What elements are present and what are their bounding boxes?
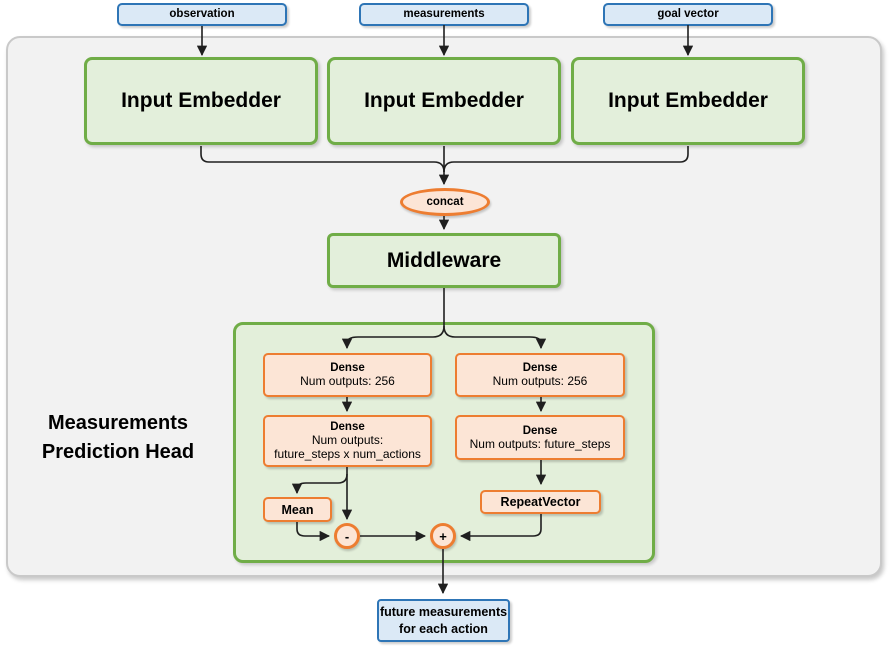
input-node-observation-label: observation — [169, 7, 235, 20]
dense-left-bottom-outputs: Num outputs: — [311, 433, 384, 447]
middleware-node: Middleware — [327, 233, 561, 288]
input-node-measurements: measurements — [359, 3, 529, 26]
input-node-observation: observation — [117, 3, 287, 26]
dense-right-bottom-outputs: Num outputs: future_steps — [469, 436, 611, 451]
concat-label: concat — [426, 196, 464, 208]
dense-left-bottom-outputs2: future_steps x num_actions — [274, 447, 421, 461]
dense-left-bottom-title: Dense — [330, 421, 365, 433]
input-embedder-right-label: Input Embedder — [608, 89, 768, 112]
middleware-label: Middleware — [386, 248, 502, 272]
output-node: future measurements for each action — [377, 599, 510, 642]
input-node-goal-vector: goal vector — [603, 3, 773, 26]
prediction-head-title-line1: Measurements — [47, 412, 189, 434]
output-node-line2: for each action — [399, 621, 488, 636]
dense-right-top-outputs: Num outputs: 256 — [492, 374, 588, 388]
dense-left-bottom: Dense Num outputs: future_steps x num_ac… — [263, 415, 432, 467]
prediction-head-title-line2: Prediction Head — [41, 441, 195, 463]
output-node-line1: future measurements — [379, 604, 508, 619]
repeat-vector-node: RepeatVector — [480, 490, 601, 514]
prediction-head-title: Measurements Prediction Head — [10, 409, 226, 467]
minus-operator-label: - — [344, 528, 350, 544]
plus-operator-label: + — [439, 528, 447, 544]
concat-node: concat — [400, 188, 490, 216]
repeat-vector-label: RepeatVector — [500, 495, 581, 509]
dense-right-bottom-title: Dense — [522, 424, 558, 437]
dense-left-top: Dense Num outputs: 256 — [263, 353, 432, 397]
mean-node: Mean — [263, 497, 332, 522]
input-embedder-middle-label: Input Embedder — [364, 89, 524, 112]
dense-right-bottom: Dense Num outputs: future_steps — [455, 415, 625, 460]
dense-right-top-title: Dense — [522, 362, 558, 374]
input-embedder-middle: Input Embedder — [327, 57, 561, 145]
mean-label: Mean — [281, 502, 314, 517]
input-node-goal-vector-label: goal vector — [657, 7, 719, 20]
dense-right-top: Dense Num outputs: 256 — [455, 353, 625, 397]
input-embedder-left-label: Input Embedder — [121, 89, 281, 112]
input-embedder-right: Input Embedder — [571, 57, 805, 145]
dense-left-top-outputs: Num outputs: 256 — [300, 374, 395, 388]
input-node-measurements-label: measurements — [403, 7, 485, 20]
dense-left-top-title: Dense — [330, 362, 365, 374]
plus-operator-node: + — [430, 523, 456, 549]
minus-operator-node: - — [334, 523, 360, 549]
input-embedder-left: Input Embedder — [84, 57, 318, 145]
